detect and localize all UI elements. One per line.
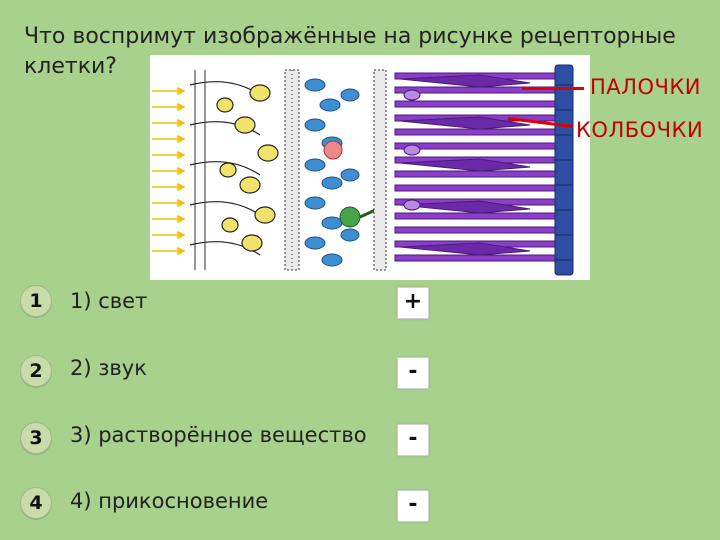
amacrine-cell bbox=[339, 206, 361, 228]
option-1-text: 1) свет bbox=[70, 289, 148, 313]
rods-pointer bbox=[522, 87, 584, 90]
ganglion-layer bbox=[189, 70, 279, 270]
option-3-text: 3) растворённое вещество bbox=[70, 423, 367, 447]
pigment-epithelium bbox=[554, 64, 574, 276]
option-3-mark: - bbox=[397, 424, 429, 456]
outer-plexiform-band bbox=[373, 69, 387, 271]
option-4-text: 4) прикосновение bbox=[70, 489, 269, 513]
light-arrows bbox=[152, 86, 186, 256]
rods-label: ПАЛОЧКИ bbox=[590, 75, 701, 99]
inner-plexiform-band bbox=[284, 69, 300, 271]
bipolar-layer bbox=[304, 78, 360, 267]
option-4-mark: - bbox=[397, 490, 429, 522]
option-2-text: 2) звук bbox=[70, 356, 147, 380]
option-2-badge: 2 bbox=[20, 355, 52, 387]
option-4-badge: 4 bbox=[20, 487, 52, 519]
option-2-mark: - bbox=[397, 357, 429, 389]
horizontal-cell bbox=[323, 140, 343, 160]
photoreceptor-layer bbox=[394, 72, 556, 262]
option-1-mark: + bbox=[397, 287, 429, 319]
cones-label: КОЛБОЧКИ bbox=[576, 118, 704, 142]
retina-illustration bbox=[150, 55, 590, 280]
option-3-badge: 3 bbox=[20, 422, 52, 454]
retina-diagram bbox=[152, 64, 574, 276]
question-title: Что воспримут изображённые на рисунке ре… bbox=[24, 24, 676, 79]
option-1-badge: 1 bbox=[20, 285, 52, 317]
